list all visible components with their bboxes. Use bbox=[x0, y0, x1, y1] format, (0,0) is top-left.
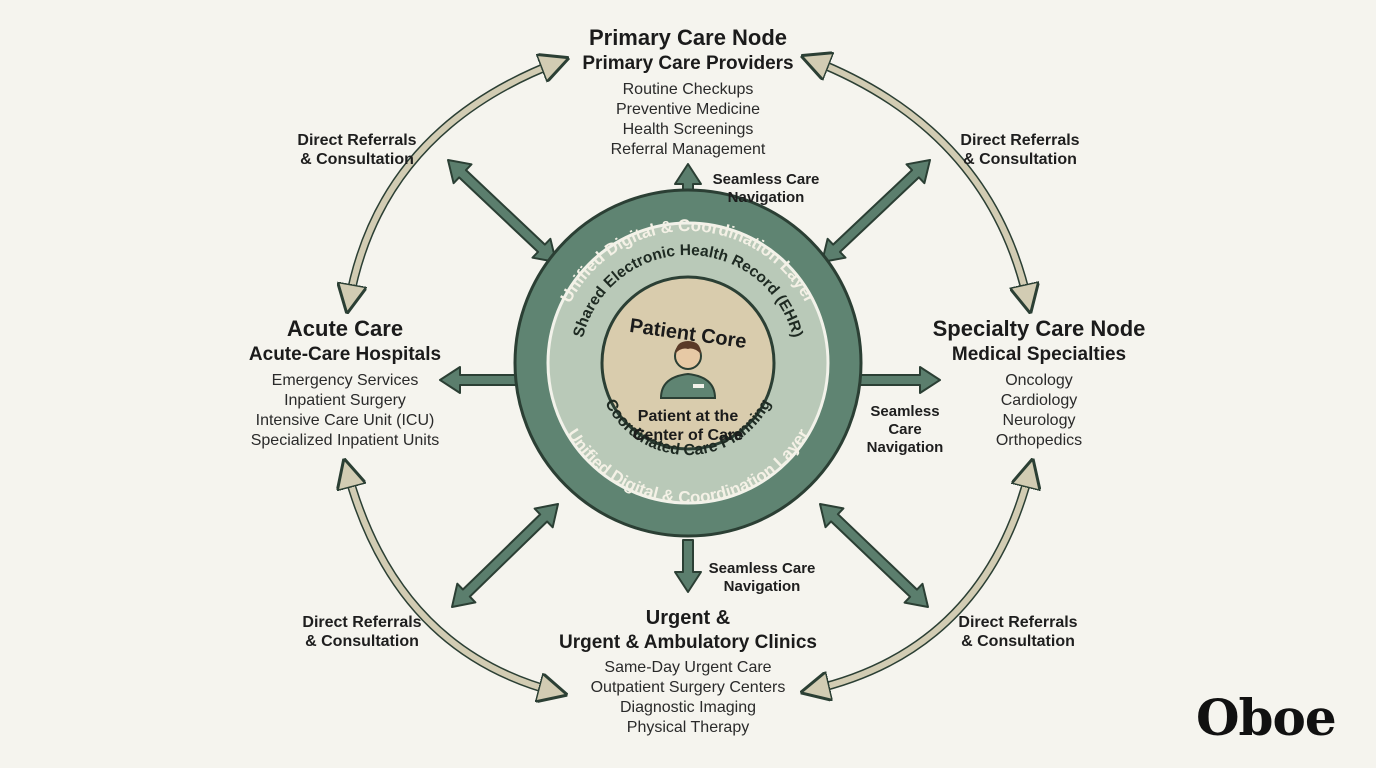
specialty-care-subtitle: Medical Specialties bbox=[951, 344, 1127, 365]
core-line-1: Patient at the bbox=[638, 408, 739, 425]
arrow-diagonal-top-right bbox=[821, 159, 931, 263]
referral-arcs bbox=[347, 60, 1030, 692]
primary-care-subtitle: Primary Care Providers bbox=[582, 53, 794, 74]
acute-care-node: Acute Care Acute-Care Hospitals Emergenc… bbox=[210, 315, 480, 451]
referral-arc-top-right bbox=[807, 55, 1033, 307]
primary-care-item: Referral Management bbox=[610, 141, 766, 158]
acute-care-title: Acute Care bbox=[286, 316, 404, 341]
referral-label-bottom-right: Direct Referrals& Consultation bbox=[958, 614, 1078, 650]
arrow-diagonal-bottom-right bbox=[819, 503, 929, 608]
acute-care-item: Specialized Inpatient Units bbox=[250, 432, 440, 449]
arrow-diagonal-bottom-left bbox=[451, 503, 559, 608]
urgent-care-subtitle: Urgent & Ambulatory Clinics bbox=[559, 632, 817, 653]
specialty-care-title: Specialty Care Node bbox=[932, 316, 1146, 341]
arrow-diagonal-top-left bbox=[447, 159, 557, 263]
specialty-care-node: Specialty Care Node Medical Specialties … bbox=[908, 315, 1170, 451]
acute-care-item: Inpatient Surgery bbox=[284, 392, 406, 409]
primary-care-title: Primary Care Node bbox=[588, 25, 788, 50]
arrow-to-urgent-care bbox=[674, 539, 702, 593]
referral-label-bottom-left: Direct Referrals& Consultation bbox=[302, 614, 422, 650]
core-line-2: Center of Care bbox=[633, 427, 743, 444]
urgent-care-title: Urgent & bbox=[645, 607, 731, 629]
urgent-care-node: Urgent & Urgent & Ambulatory Clinics Sam… bbox=[538, 606, 838, 738]
oboe-logo: Oboe bbox=[1196, 688, 1337, 747]
specialty-care-item: Orthopedics bbox=[995, 432, 1083, 449]
acute-care-subtitle: Acute-Care Hospitals bbox=[248, 344, 442, 365]
acute-care-item: Intensive Care Unit (ICU) bbox=[255, 412, 435, 429]
specialty-care-item: Neurology bbox=[1002, 412, 1076, 429]
acute-care-item: Emergency Services bbox=[271, 372, 419, 389]
urgent-care-item: Same-Day Urgent Care bbox=[604, 659, 772, 676]
referral-label-top-right: Direct Referrals& Consultation bbox=[960, 132, 1080, 168]
specialty-care-item: Oncology bbox=[1005, 372, 1073, 389]
urgent-care-item: Physical Therapy bbox=[626, 719, 750, 736]
referral-label-top-left: Direct Referrals& Consultation bbox=[297, 132, 417, 168]
primary-care-item: Preventive Medicine bbox=[615, 101, 761, 118]
primary-care-item: Health Screenings bbox=[622, 121, 754, 138]
patient-avatar-icon bbox=[659, 341, 717, 399]
urgent-care-item: Diagnostic Imaging bbox=[619, 699, 757, 716]
specialty-care-item: Cardiology bbox=[1000, 392, 1078, 409]
referral-arc-bottom-left bbox=[342, 465, 561, 697]
primary-care-node: Primary Care Node Primary Care Providers… bbox=[538, 24, 838, 160]
urgent-care-item: Outpatient Surgery Centers bbox=[590, 679, 786, 696]
referral-arc-bottom-right bbox=[807, 465, 1035, 695]
primary-care-item: Routine Checkups bbox=[622, 81, 754, 98]
